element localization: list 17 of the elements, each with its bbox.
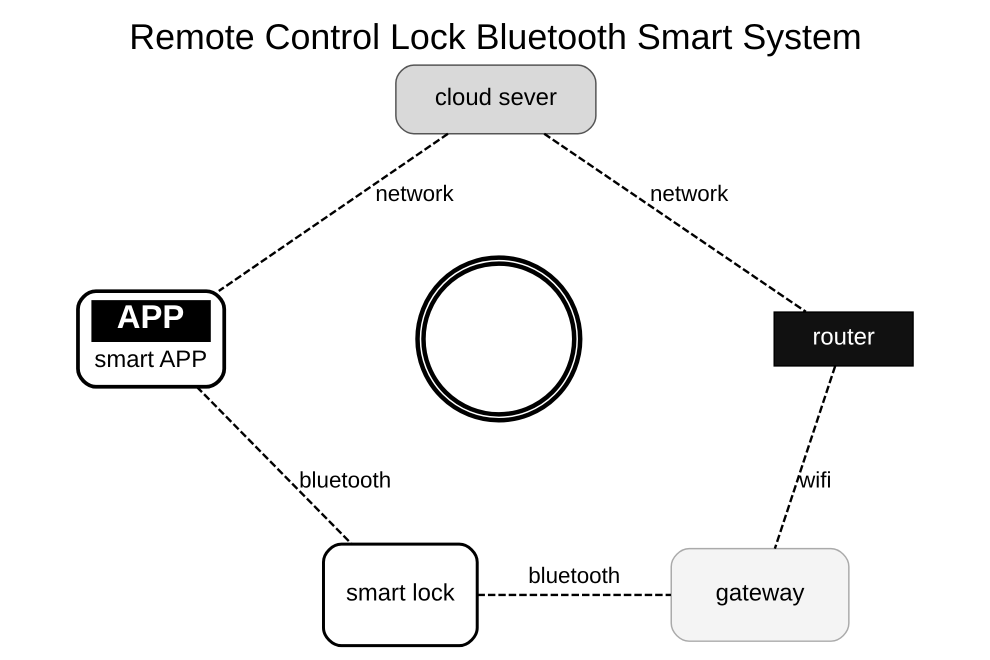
connector [543,132,806,313]
node-box: router [772,311,914,367]
node-box: cloud sever [394,64,596,134]
diagram-title: Remote Control Lock Bluetooth Smart System [128,16,862,57]
connector [773,366,836,549]
connector [218,132,448,292]
node-box: smart lock [322,542,478,648]
node-box: APP smart APP [76,289,226,389]
node-picture [414,255,582,423]
edge-label: network [374,180,454,206]
edge-label: bluetooth [298,467,391,492]
connector [195,386,352,545]
edge-label: network [649,180,728,206]
node-box: gateway [670,548,850,642]
edge-label: bluetooth [528,562,620,588]
edge-label: wifi [798,467,831,492]
connector [477,594,670,596]
